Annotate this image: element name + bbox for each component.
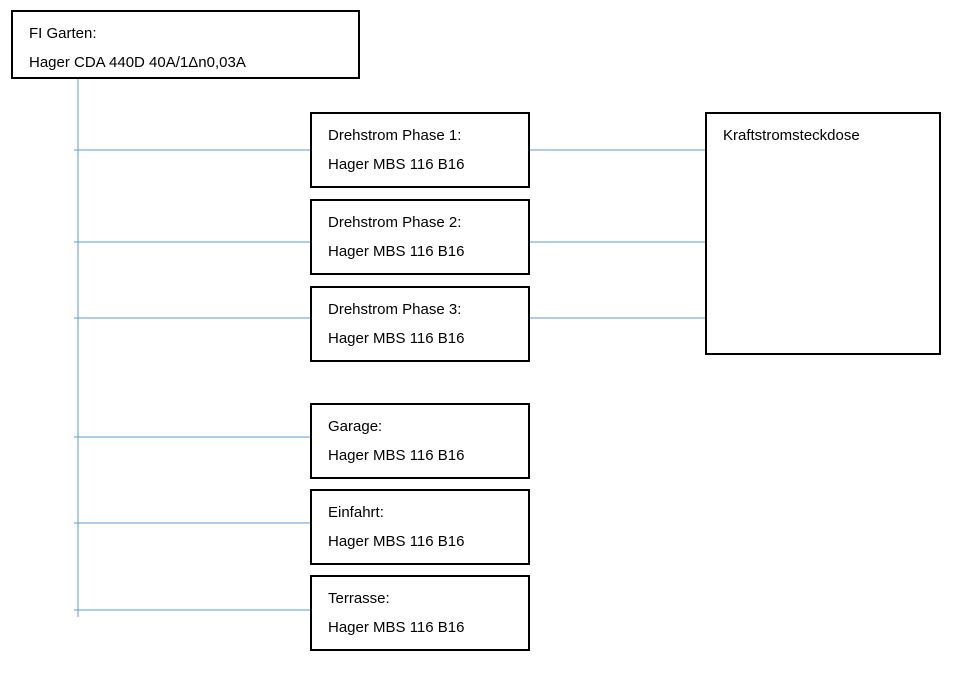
breaker-subtitle: Hager MBS 116 B16 [328,330,465,347]
fi-garten-title: FI Garten: [29,25,97,42]
breaker-subtitle: Hager MBS 116 B16 [328,243,465,260]
breaker-box-garage: Garage: Hager MBS 116 B16 [310,403,530,479]
breaker-title: Terrasse: [328,590,390,607]
breaker-box-einfahrt: Einfahrt: Hager MBS 116 B16 [310,489,530,565]
fi-garten-box: FI Garten: Hager CDA 440D 40A/1Δn0,03A [11,10,360,79]
breaker-box-phase2: Drehstrom Phase 2: Hager MBS 116 B16 [310,199,530,275]
breaker-title: Drehstrom Phase 1: [328,127,462,144]
breaker-title: Drehstrom Phase 3: [328,301,462,318]
breaker-box-phase1: Drehstrom Phase 1: Hager MBS 116 B16 [310,112,530,188]
kraftstromsteckdose-box: Kraftstromsteckdose [705,112,941,355]
fi-garten-subtitle: Hager CDA 440D 40A/1Δn0,03A [29,54,246,71]
breaker-title: Garage: [328,418,383,435]
breaker-subtitle: Hager MBS 116 B16 [328,533,465,550]
breaker-box-phase3: Drehstrom Phase 3: Hager MBS 116 B16 [310,286,530,362]
breaker-subtitle: Hager MBS 116 B16 [328,447,465,464]
load-title: Kraftstromsteckdose [723,127,860,144]
breaker-title: Drehstrom Phase 2: [328,214,462,231]
breaker-box-terrasse: Terrasse: Hager MBS 116 B16 [310,575,530,651]
breaker-subtitle: Hager MBS 116 B16 [328,619,465,636]
breaker-title: Einfahrt: [328,504,384,521]
breaker-subtitle: Hager MBS 116 B16 [328,156,465,173]
